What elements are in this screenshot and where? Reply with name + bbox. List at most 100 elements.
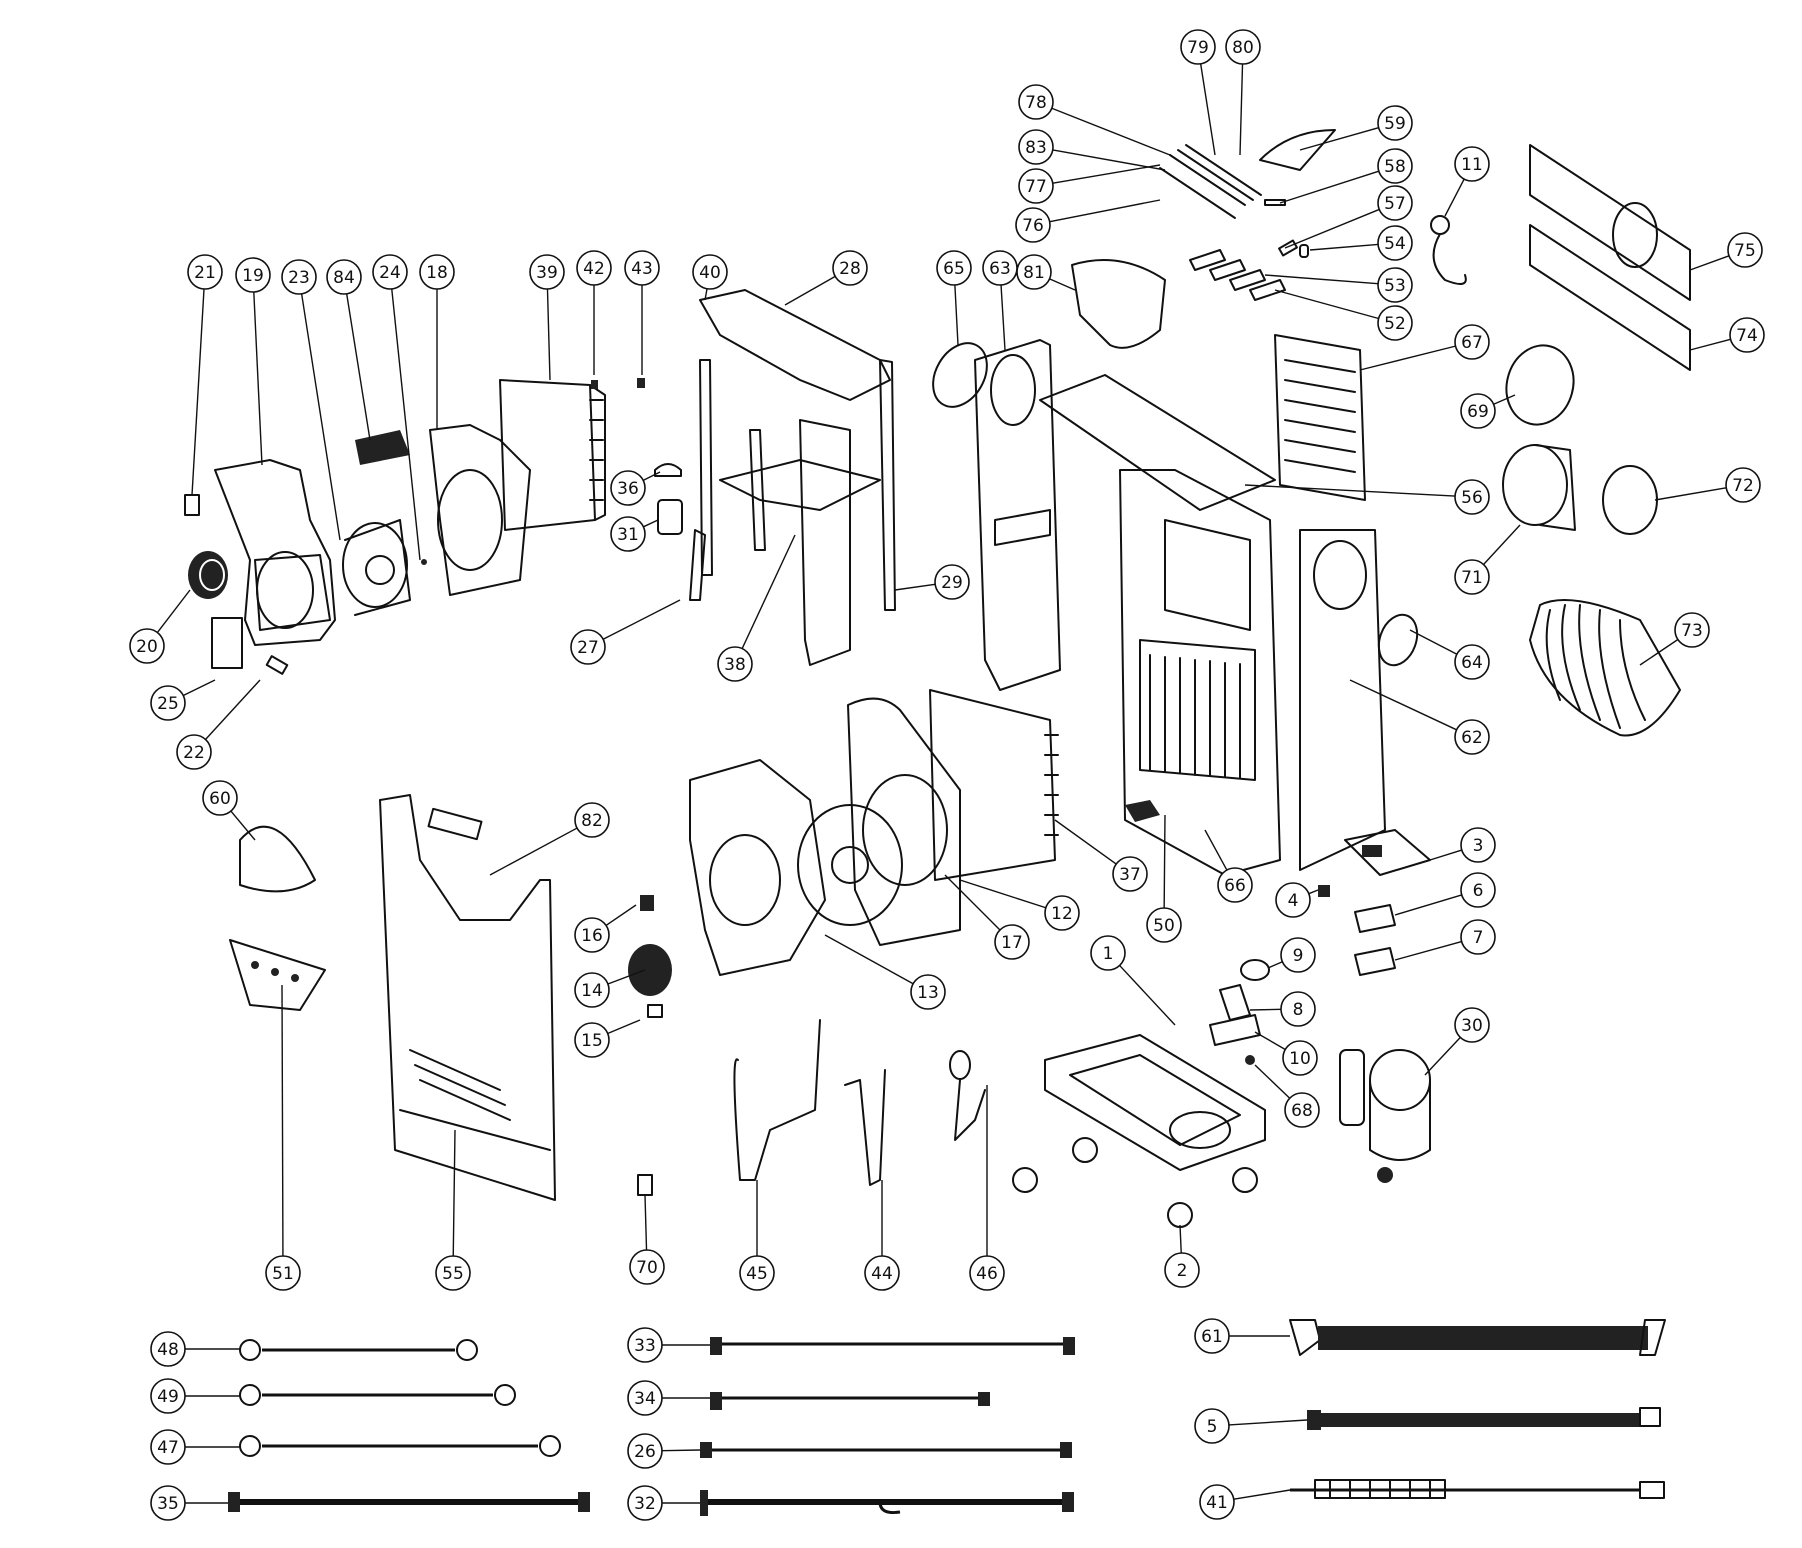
leader-line-63 [1000, 284, 1006, 351]
callout-45: 45 [739, 1255, 775, 1291]
leader-line-27 [602, 599, 681, 640]
callout-number: 52 [1384, 314, 1406, 334]
leader-line-60 [230, 810, 256, 841]
leader-line-4 [1308, 889, 1319, 895]
callout-circle [1725, 467, 1761, 503]
leader-line-6 [1394, 894, 1462, 916]
callout-number: 84 [333, 268, 355, 288]
callout-55: 55 [435, 1255, 471, 1291]
callout-circle [150, 1485, 186, 1521]
callout-47: 47 [150, 1429, 186, 1465]
callout-number: 48 [157, 1340, 179, 1360]
leader-line-71 [1483, 524, 1521, 565]
callout-number: 45 [746, 1264, 768, 1284]
callout-71: 71 [1454, 559, 1490, 595]
callout-20: 20 [129, 628, 165, 664]
callout-number: 2 [1177, 1261, 1188, 1281]
callout-circle [934, 564, 970, 600]
callout-circle [574, 802, 610, 838]
leader-line-13 [824, 934, 914, 985]
callout-22: 22 [176, 734, 212, 770]
callout-circle [1727, 232, 1763, 268]
callout-74: 74 [1729, 317, 1765, 353]
leader-line-24 [391, 288, 421, 561]
callout-circle [529, 254, 565, 290]
callout-number: 11 [1461, 155, 1483, 175]
leader-line-80 [1239, 63, 1244, 156]
callout-46: 46 [969, 1255, 1005, 1291]
callout-79: 79 [1180, 29, 1216, 65]
leader-line-15 [607, 1019, 641, 1035]
callout-number: 29 [941, 573, 963, 593]
callout-circle [1377, 105, 1413, 141]
leader-line-37 [1054, 819, 1117, 865]
callout-circle [1454, 324, 1490, 360]
leader-line-57 [1284, 208, 1380, 249]
callout-36: 36 [610, 470, 646, 506]
callout-41: 41 [1199, 1484, 1235, 1520]
callout-number: 50 [1153, 916, 1175, 936]
leader-line-21 [191, 288, 205, 496]
callout-78: 78 [1018, 84, 1054, 120]
callout-circle [1018, 168, 1054, 204]
callout-circle [1284, 1092, 1320, 1128]
callout-26: 26 [627, 1433, 663, 1469]
callout-circle [610, 516, 646, 552]
callout-number: 47 [157, 1438, 179, 1458]
leader-line-77 [1052, 164, 1161, 184]
leader-line-3 [1429, 849, 1462, 861]
leader-line-19 [253, 291, 263, 466]
part-drawings [184, 129, 1691, 1516]
callout-57: 57 [1377, 185, 1413, 221]
leader-line-20 [156, 589, 191, 633]
callout-9: 9 [1280, 937, 1316, 973]
callout-circle [574, 917, 610, 953]
callout-30: 30 [1454, 1007, 1490, 1043]
leader-line-40 [704, 288, 708, 301]
callout-67: 67 [1454, 324, 1490, 360]
callout-circle [326, 259, 362, 295]
callout-23: 23 [281, 259, 317, 295]
callout-number: 68 [1291, 1101, 1313, 1121]
callout-63: 63 [982, 250, 1018, 286]
callout-number: 18 [426, 263, 448, 283]
callout-circle [281, 259, 317, 295]
callout-number: 7 [1473, 928, 1484, 948]
callout-number: 64 [1461, 653, 1483, 673]
callout-number: 73 [1681, 621, 1703, 641]
callout-68: 68 [1284, 1092, 1320, 1128]
callout-circle [627, 1380, 663, 1416]
callout-number: 67 [1461, 333, 1483, 353]
leader-line-9 [1267, 961, 1283, 969]
callout-61: 61 [1194, 1318, 1230, 1354]
callout-number: 27 [577, 638, 599, 658]
callout-15: 15 [574, 1022, 610, 1058]
leader-line-84 [345, 293, 371, 441]
callout-circle [692, 254, 728, 290]
callout-25: 25 [150, 685, 186, 721]
callout-circle [187, 254, 223, 290]
callout-35: 35 [150, 1485, 186, 1521]
callout-circle [629, 1249, 665, 1285]
leader-line-10 [1254, 1031, 1286, 1051]
callout-number: 55 [442, 1264, 464, 1284]
callout-circle [435, 1255, 471, 1291]
callout-number: 13 [917, 983, 939, 1003]
leader-line-70 [644, 1194, 648, 1251]
callout-circle [1015, 207, 1051, 243]
callout-circle [1180, 29, 1216, 65]
callout-33: 33 [627, 1327, 663, 1363]
leader-line-50 [1163, 814, 1166, 909]
callout-number: 80 [1232, 38, 1254, 58]
callout-number: 43 [631, 259, 653, 279]
callout-40: 40 [692, 254, 728, 290]
callout-circle [574, 972, 610, 1008]
leader-line-53 [1264, 274, 1379, 285]
leader-line-72 [1654, 487, 1727, 501]
callout-number: 26 [634, 1442, 656, 1462]
callout-circle [1377, 267, 1413, 303]
callout-circle [1454, 1007, 1490, 1043]
callout-34: 34 [627, 1380, 663, 1416]
callout-number: 42 [583, 259, 605, 279]
callout-6: 6 [1460, 872, 1496, 908]
